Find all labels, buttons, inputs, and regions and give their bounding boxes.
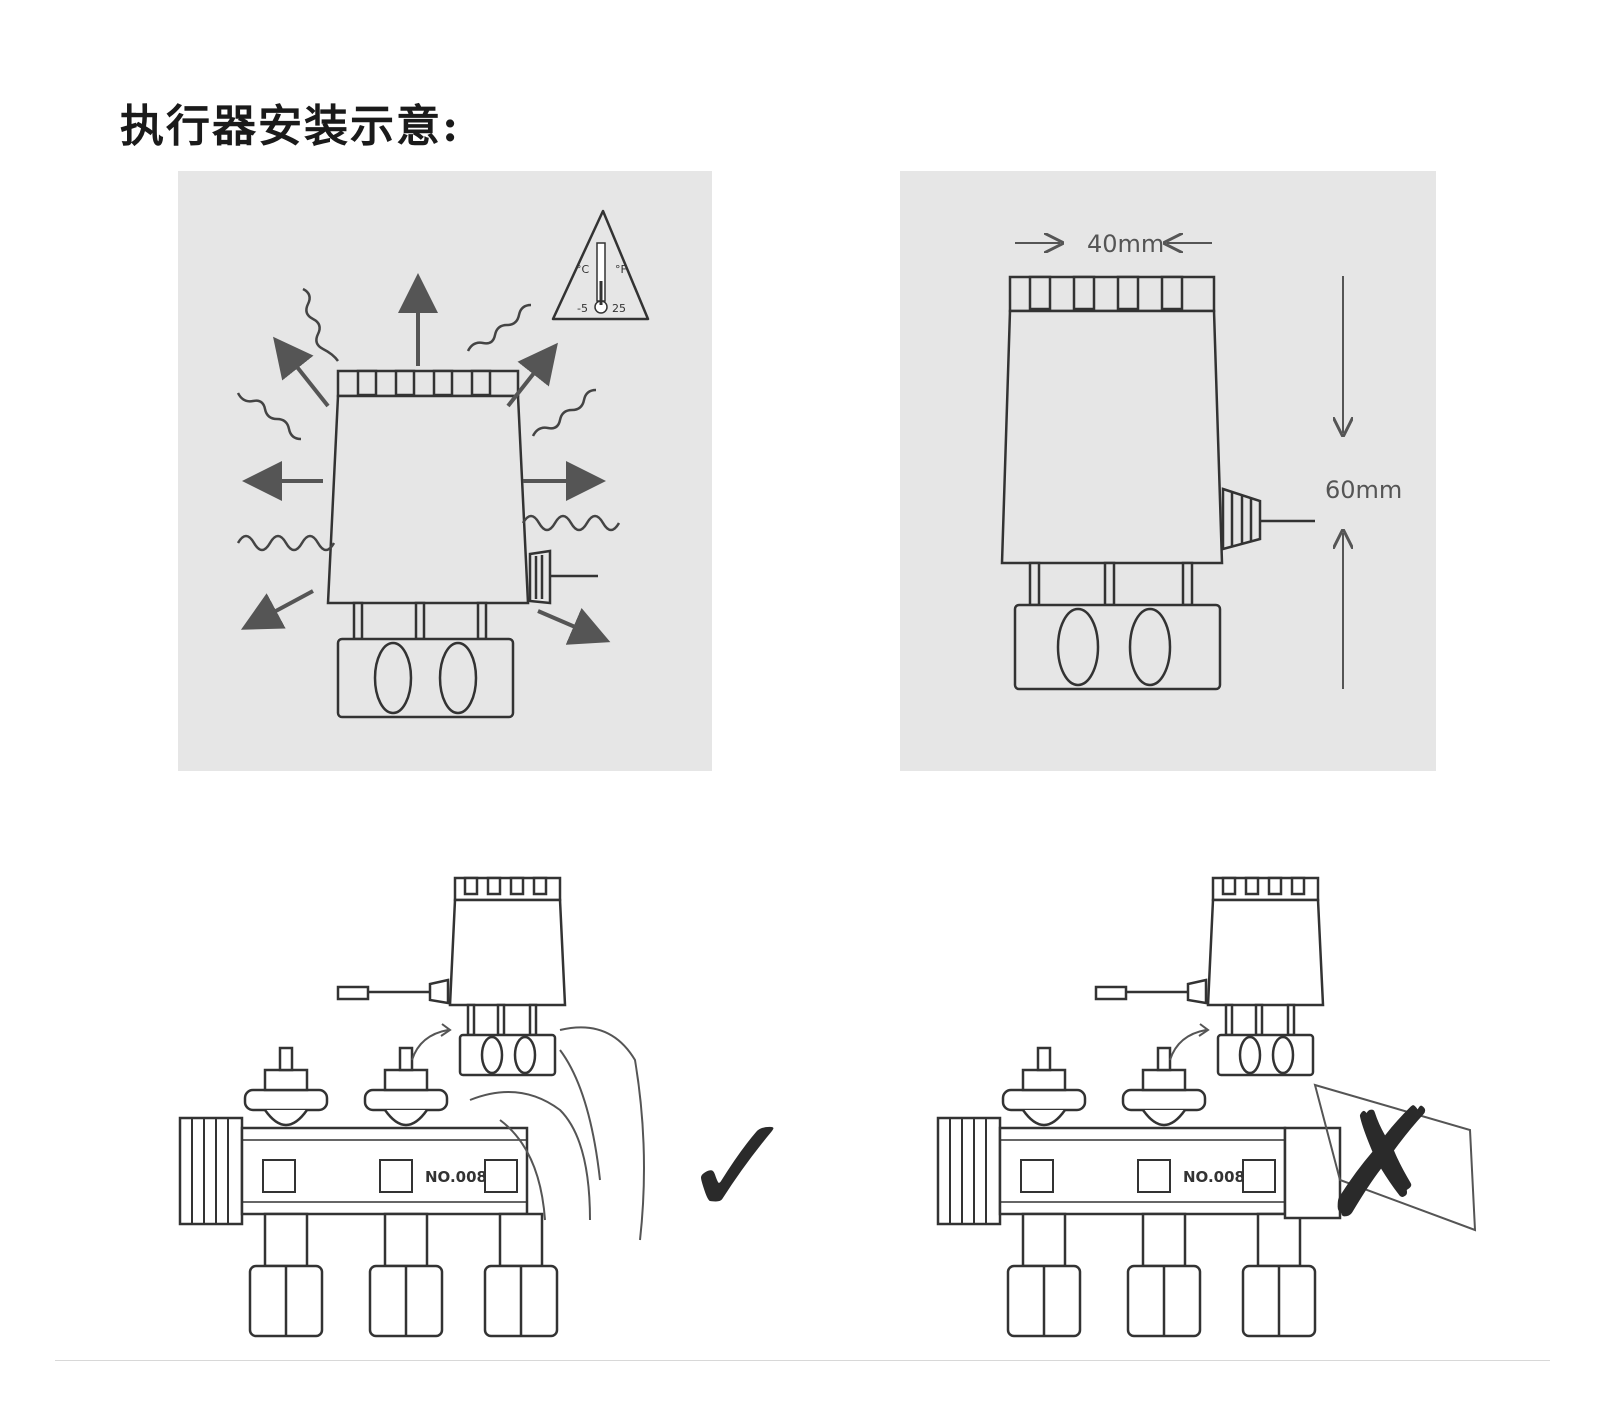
incorrect-cross-icon: ✗ <box>1320 1077 1446 1251</box>
hand-icon <box>469 1026 645 1241</box>
page-title: 执行器安装示意: <box>120 101 461 152</box>
temp-low: -5 <box>577 302 588 315</box>
heat-dissipation-panel: °C °F -5 25 <box>178 171 712 771</box>
bottom-divider <box>55 1360 1550 1361</box>
temp-unit-left: °C <box>576 263 590 276</box>
manifold-label: NO.008 <box>425 1168 487 1186</box>
correct-checkmark-icon: ✓ <box>680 1086 797 1249</box>
heat-waves <box>236 287 621 552</box>
dimensions-diagram: 40mm 60mm <box>1000 230 1402 691</box>
temperature-warning-icon: °C °F -5 25 <box>551 209 650 321</box>
height-label: 60mm <box>1325 476 1402 504</box>
actuator-body <box>1000 275 1315 691</box>
manifold-correct: NO.008 ✓ <box>178 876 797 1338</box>
width-label: 40mm <box>1087 230 1164 258</box>
dimensions-panel: 40mm 60mm <box>900 171 1436 771</box>
heat-flow-arrows <box>240 273 611 645</box>
manifold-incorrect: NO.008 ✗ <box>936 876 1477 1338</box>
actuator-body <box>326 369 598 719</box>
wrench-icon <box>1283 1083 1477 1232</box>
manifold-label: NO.008 <box>1183 1168 1245 1186</box>
temp-high: 25 <box>612 302 626 315</box>
heat-dissipation-diagram: °C °F -5 25 <box>236 209 650 719</box>
temp-unit-right: °F <box>615 263 627 276</box>
